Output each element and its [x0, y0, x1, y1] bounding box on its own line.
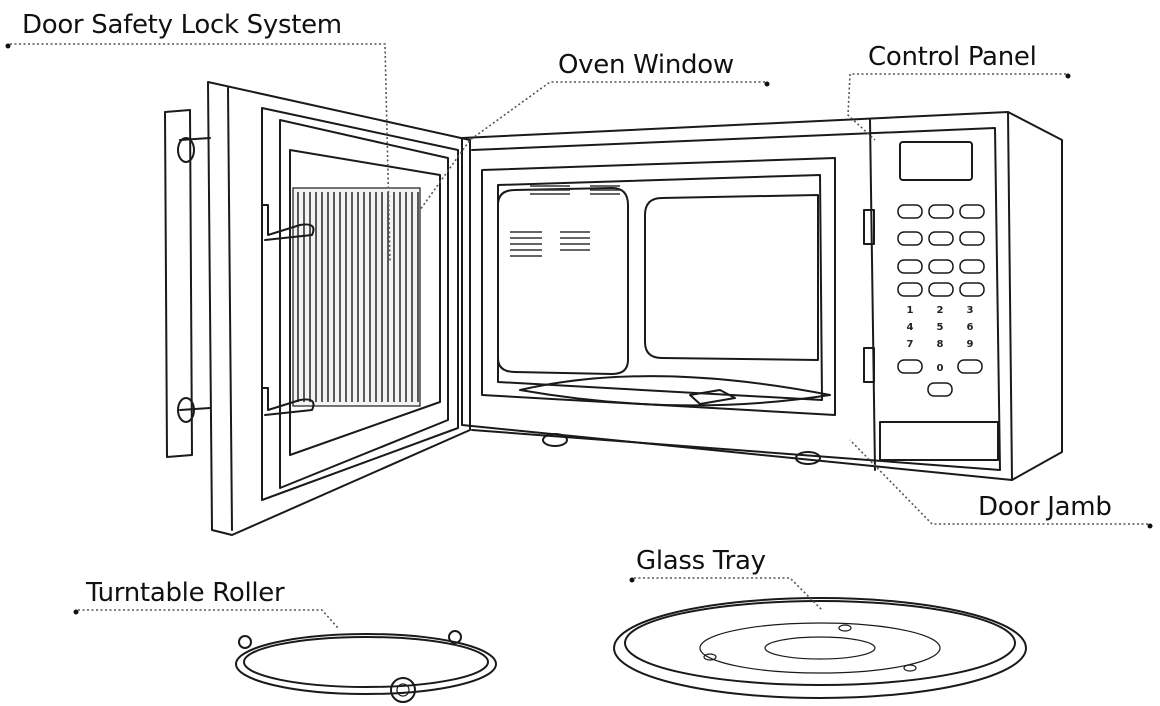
control-panel-button [928, 204, 954, 219]
keypad-digit: 1 [907, 305, 914, 316]
keypad-digit: 5 [937, 322, 944, 333]
label-glass-tray: Glass Tray [636, 546, 766, 576]
control-panel-button [959, 231, 985, 246]
keypad-digit: 8 [937, 339, 944, 350]
door-latch-bottom [261, 387, 315, 416]
display-screen [899, 141, 973, 181]
keypad-digit: 4 [907, 322, 914, 333]
label-door-jamb: Door Jamb [978, 492, 1112, 522]
label-door-safety-lock-system: Door Safety Lock System [22, 10, 342, 40]
label-oven-window: Oven Window [558, 50, 734, 80]
control-panel-button [928, 282, 954, 297]
keypad-digit: 3 [967, 305, 974, 316]
microwave-cabinet [461, 111, 1063, 481]
control-panel-button [928, 231, 954, 246]
control-panel-button [928, 259, 954, 274]
leader-lines [5, 43, 1153, 629]
control-panel-button [957, 359, 983, 374]
glass-tray [613, 597, 1027, 699]
keypad-digit: 6 [967, 322, 974, 333]
control-panel-button [897, 204, 923, 219]
control-panel-button [927, 382, 953, 397]
label-turntable-roller: Turntable Roller [86, 578, 285, 608]
control-panel-button [897, 282, 923, 297]
keypad-digit: 2 [937, 305, 944, 316]
control-panel-button [897, 259, 923, 274]
keypad-digit: 9 [967, 339, 974, 350]
control-panel-button [959, 282, 985, 297]
microwave-door [164, 81, 471, 536]
control-panel-button [897, 231, 923, 246]
keypad-digit: 7 [907, 339, 914, 350]
control-panel: 1 2 3 4 5 6 7 8 9 0 [879, 141, 999, 461]
control-panel-button [959, 204, 985, 219]
turntable-roller [235, 630, 497, 703]
control-panel-button [959, 259, 985, 274]
keypad-digit: 0 [937, 363, 944, 374]
label-control-panel: Control Panel [868, 42, 1037, 72]
control-panel-button [897, 359, 923, 374]
oven-window-mesh [292, 187, 421, 407]
door-latch-top [261, 204, 315, 241]
